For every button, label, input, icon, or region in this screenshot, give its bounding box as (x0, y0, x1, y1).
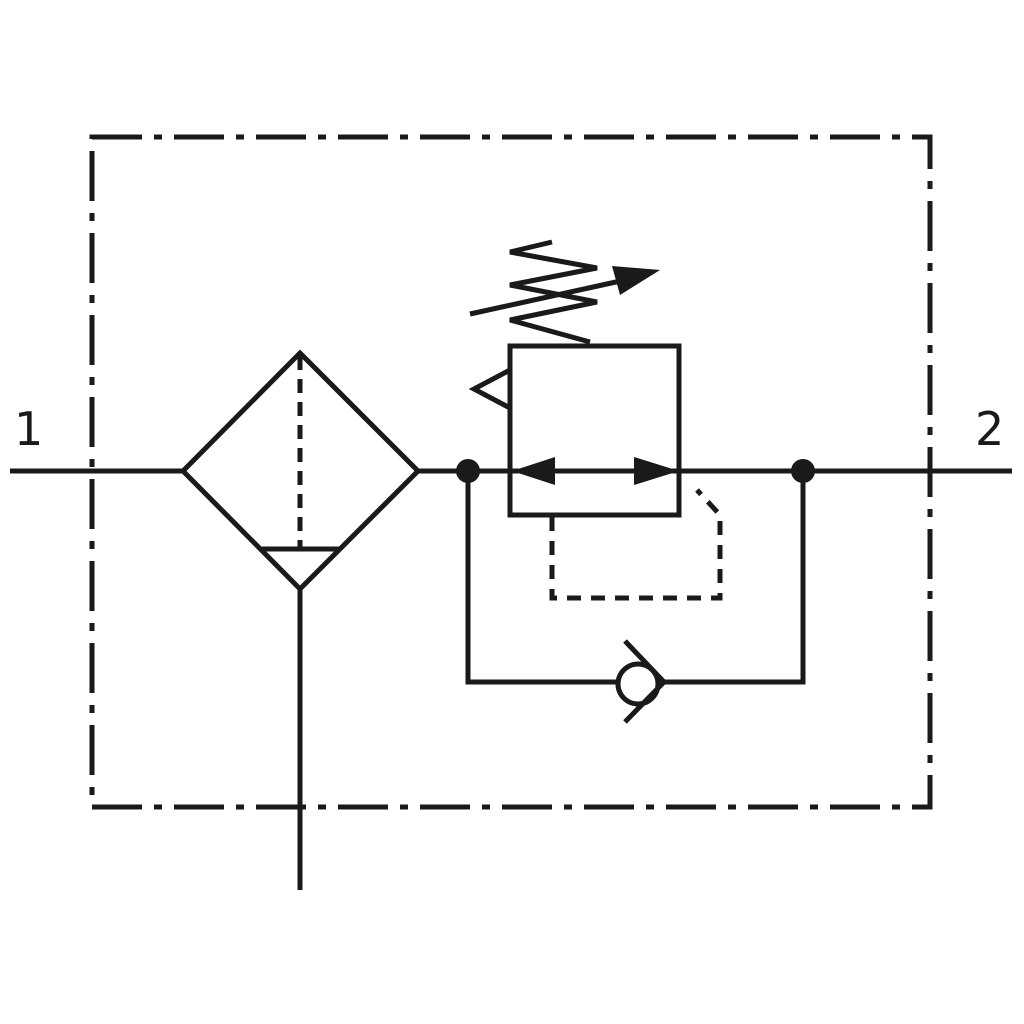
port-label-1: 1 (14, 402, 43, 456)
bypass-line (465, 471, 806, 685)
pilot-line-dashed (549, 488, 723, 601)
check-valve-icon (615, 639, 668, 724)
port-label-2: 2 (975, 402, 1004, 456)
filter-icon (179, 349, 422, 890)
spring-adjustable-icon (469, 239, 660, 345)
regulator-valve-icon (468, 343, 682, 518)
